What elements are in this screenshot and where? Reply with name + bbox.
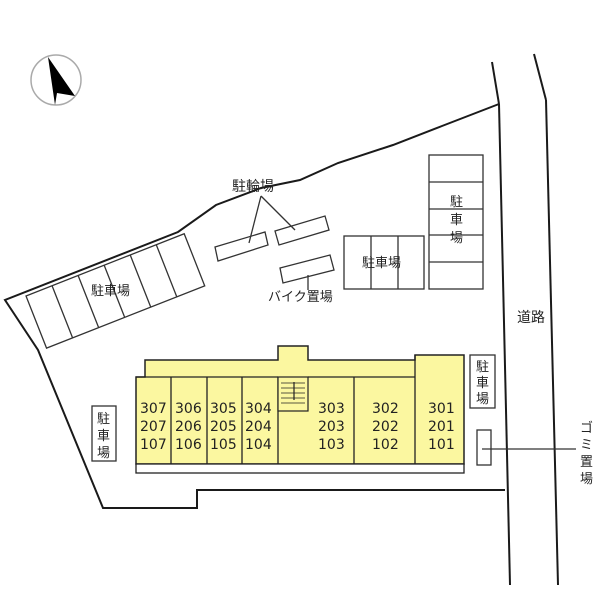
parking-lot-right[interactable] <box>428 154 484 290</box>
svg-text:車: 車 <box>476 376 489 391</box>
motorbike-parking-label: バイク置場 <box>268 290 333 305</box>
svg-text:205: 205 <box>210 419 237 435</box>
svg-text:302: 302 <box>372 401 399 417</box>
svg-text:306: 306 <box>175 401 202 417</box>
unit-4[interactable]: 304 204 104 <box>245 401 272 453</box>
road-edge-east-top <box>533 53 547 101</box>
svg-text:106: 106 <box>175 437 202 453</box>
parking-label-right-3: 場 <box>450 231 463 246</box>
parking-label-right-2: 車 <box>450 213 463 228</box>
svg-text:304: 304 <box>245 401 272 417</box>
svg-text:206: 206 <box>175 419 202 435</box>
apartment-building <box>135 345 465 474</box>
motorbike-parking[interactable] <box>279 254 335 284</box>
svg-text:103: 103 <box>318 437 345 453</box>
parking-lot-center[interactable] <box>343 235 425 290</box>
svg-text:201: 201 <box>428 419 455 435</box>
parking-label-left: 駐車場 <box>91 284 130 299</box>
svg-text:車: 車 <box>97 429 110 444</box>
svg-text:場: 場 <box>97 446 110 461</box>
unit-3[interactable]: 305 205 105 <box>210 401 237 453</box>
svg-text:301: 301 <box>428 401 455 417</box>
garbage-area[interactable] <box>476 429 492 466</box>
parking-label-left-box: 駐 車 場 <box>91 405 117 462</box>
svg-text:305: 305 <box>210 401 237 417</box>
svg-text:207: 207 <box>140 419 167 435</box>
bicycle-parking[interactable] <box>214 215 330 262</box>
unit-1[interactable]: 307 207 107 <box>140 401 167 453</box>
unit-7[interactable]: 301 201 101 <box>428 401 455 453</box>
svg-text:107: 107 <box>140 437 167 453</box>
leader-line <box>248 195 262 244</box>
unit-2[interactable]: 306 206 106 <box>175 401 202 453</box>
garbage-label: ゴ ミ 置 場 <box>580 420 593 487</box>
svg-text:場: 場 <box>580 472 593 487</box>
svg-text:ゴ: ゴ <box>580 420 593 436</box>
svg-text:204: 204 <box>245 419 272 435</box>
staircase <box>277 376 309 412</box>
svg-text:104: 104 <box>245 437 272 453</box>
road-edge-west <box>498 103 511 586</box>
road-edge-west-top <box>491 61 500 105</box>
unit-6[interactable]: 302 202 102 <box>372 401 399 453</box>
parking-label-right-1: 駐 <box>450 195 463 210</box>
svg-text:202: 202 <box>372 419 399 435</box>
bicycle-parking-label: 駐輪場 <box>232 178 274 195</box>
svg-text:駐: 駐 <box>97 412 110 427</box>
road-edge-east <box>545 99 559 586</box>
svg-text:303: 303 <box>318 401 345 417</box>
svg-text:駐: 駐 <box>476 360 489 375</box>
svg-text:307: 307 <box>140 401 167 417</box>
road-label: 道路 <box>517 310 545 326</box>
svg-text:203: 203 <box>318 419 345 435</box>
svg-text:ミ: ミ <box>580 438 593 453</box>
leader-line <box>260 195 296 231</box>
parking-label-center: 駐車場 <box>362 256 401 271</box>
svg-text:101: 101 <box>428 437 455 453</box>
site-boundary <box>3 103 505 509</box>
parking-lot-left[interactable] <box>25 232 206 349</box>
svg-text:102: 102 <box>372 437 399 453</box>
north-arrow-icon <box>30 54 82 106</box>
svg-text:置: 置 <box>580 455 593 470</box>
parking-label-right-box: 駐 車 場 <box>469 354 496 409</box>
unit-5[interactable]: 303 203 103 <box>318 401 345 453</box>
svg-text:場: 場 <box>476 392 489 407</box>
svg-text:105: 105 <box>210 437 237 453</box>
